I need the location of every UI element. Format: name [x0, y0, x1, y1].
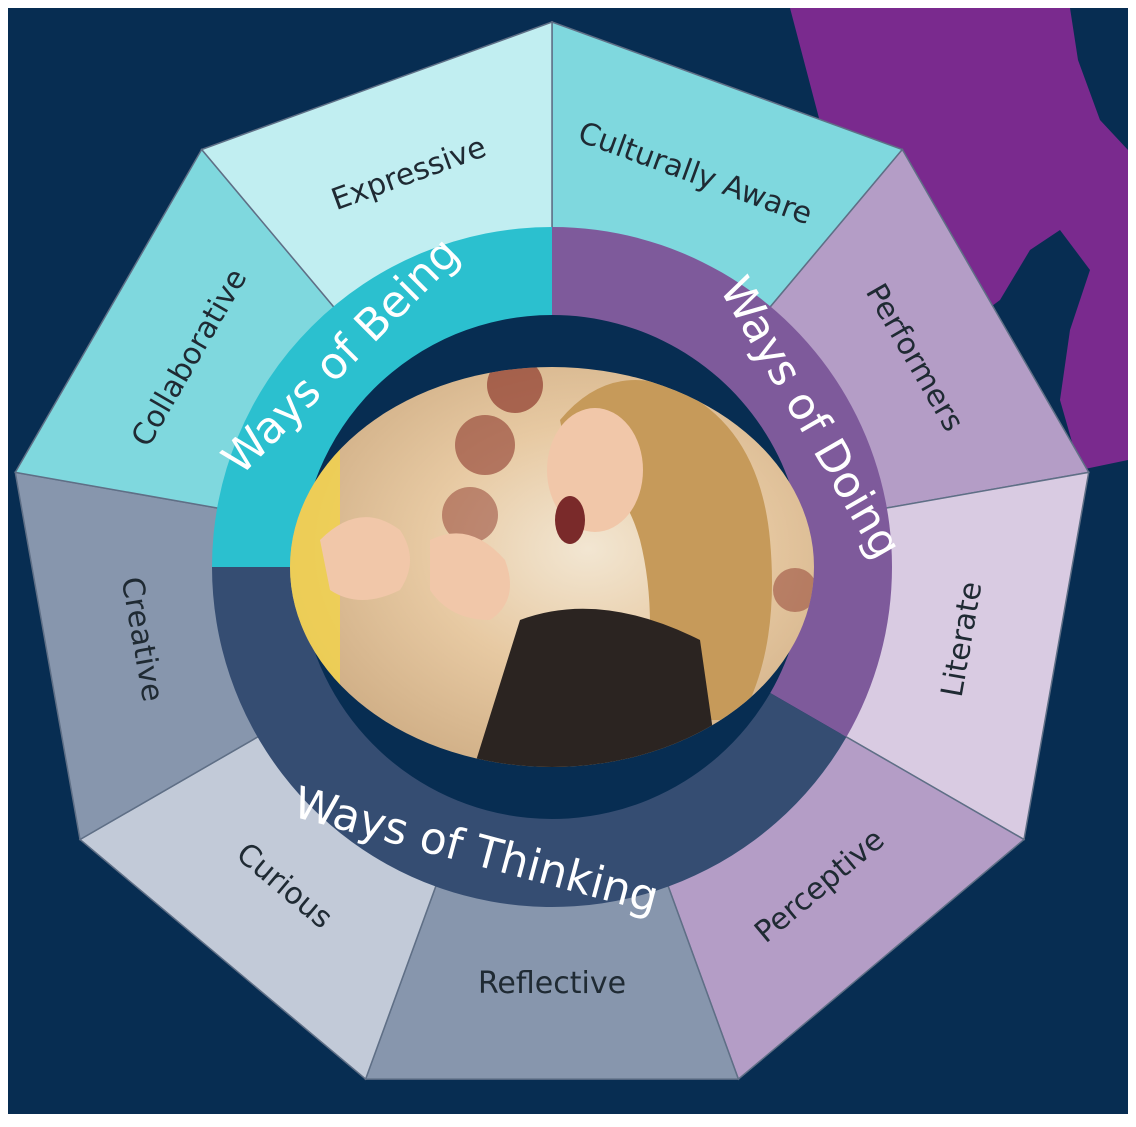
outer-label-reflective: Reflective: [478, 966, 626, 1001]
saxophone-silhouette-icon: [790, 8, 1128, 470]
inner-segment-ways-of-thinking: [212, 567, 847, 908]
center-photo: [290, 367, 814, 767]
inner-segment-ways-of-being: [212, 227, 552, 567]
